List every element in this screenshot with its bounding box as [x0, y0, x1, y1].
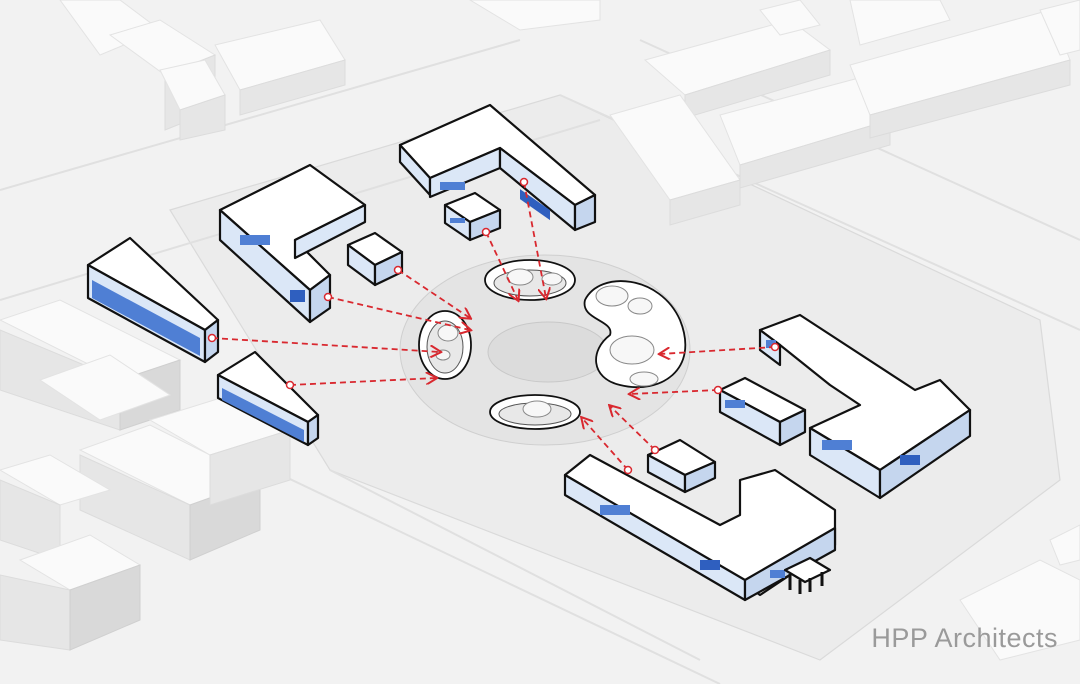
building-southeast-pavilion — [646, 438, 717, 494]
building-north-pavilion — [443, 191, 502, 242]
building-east-middle — [718, 376, 807, 447]
building-east — [758, 313, 972, 500]
plaza-pods — [418, 259, 687, 430]
context-buildings — [0, 0, 1080, 661]
project-buildings — [86, 103, 972, 602]
watermark-text: HPP Architects — [871, 623, 1058, 653]
arrow-northwest-pavilion — [397, 269, 470, 318]
entrance-canopy — [783, 556, 832, 594]
arrow-east-middle — [630, 390, 719, 394]
pod-west — [418, 310, 472, 380]
arrow-southwest — [289, 378, 436, 386]
building-north — [398, 103, 597, 232]
arrow-north-pavilion — [485, 231, 518, 300]
pod-north — [484, 259, 576, 301]
building-south — [563, 453, 837, 602]
building-northwest — [218, 163, 367, 324]
pod-south — [489, 394, 581, 430]
arrow-south — [582, 418, 629, 471]
building-southwest — [216, 350, 320, 447]
building-west — [86, 236, 220, 364]
access-arrows — [207, 177, 780, 475]
pod-east — [583, 280, 687, 389]
arrow-west — [211, 337, 440, 352]
plaza-core — [487, 321, 609, 383]
arrow-northwest — [327, 296, 470, 330]
arrow-southeast — [610, 406, 656, 451]
